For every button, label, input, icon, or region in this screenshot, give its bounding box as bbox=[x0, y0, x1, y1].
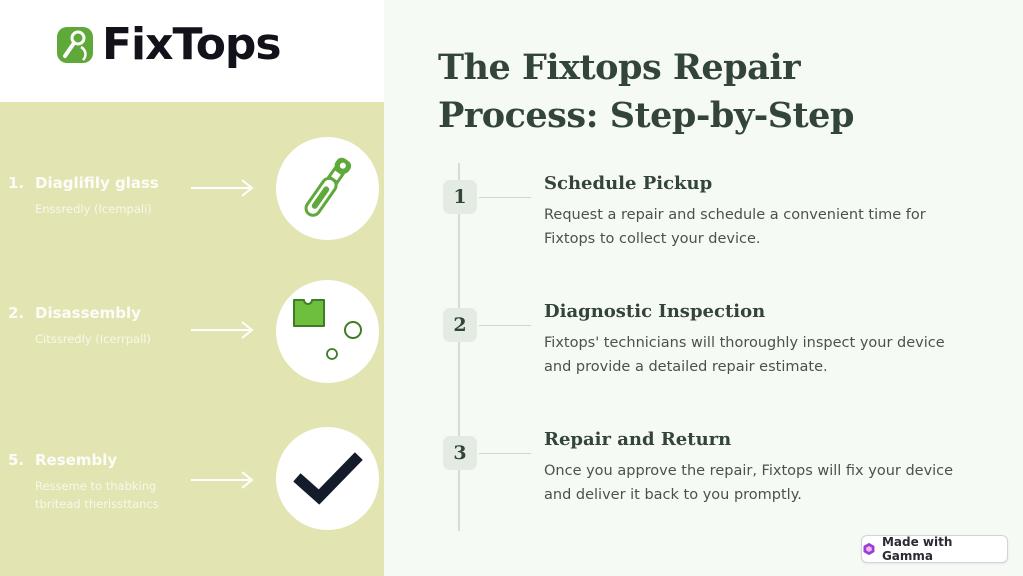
left-step-subtitle: Resseme to thabking tbritead therissttan… bbox=[35, 479, 159, 511]
step-icon-circle bbox=[276, 137, 379, 240]
left-panel: FixTops 1. Diaglifily glass Enssredly (Ic… bbox=[0, 0, 384, 576]
left-step-2: 2. Disassembly Citssredly (Icerrpall) bbox=[8, 304, 208, 348]
left-step-title: Disassembly bbox=[35, 304, 141, 322]
made-with-gamma-button[interactable]: Made with Gamma bbox=[861, 535, 1008, 563]
step-number-badge: 1 bbox=[443, 180, 477, 214]
arrow-right-icon bbox=[191, 179, 254, 197]
step-icon-circle bbox=[276, 280, 379, 383]
left-step-title: Resembly bbox=[35, 451, 118, 469]
left-step-subtitle: Enssredly (Icempali) bbox=[35, 202, 152, 216]
brand-name: FixTops bbox=[102, 19, 282, 70]
gamma-logo-icon bbox=[863, 542, 875, 556]
left-step-number: 2. bbox=[8, 304, 25, 322]
step-connector bbox=[479, 325, 531, 326]
left-step-number: 5. bbox=[8, 451, 25, 469]
checkmark-icon bbox=[293, 452, 363, 505]
arrow-right-icon bbox=[191, 321, 254, 339]
step-description: Once you approve the repair, Fixtops wil… bbox=[544, 463, 954, 503]
screwdriver-icon bbox=[304, 157, 352, 217]
step-connector bbox=[479, 197, 531, 198]
step-title: Diagnostic Inspection bbox=[544, 301, 766, 322]
left-step-title: Diaglifily glass bbox=[35, 174, 159, 192]
logo-area: FixTops bbox=[0, 0, 384, 102]
step-description: Fixtops' technicians will thoroughly ins… bbox=[544, 335, 945, 375]
brand-logo[interactable]: FixTops bbox=[56, 19, 282, 70]
step-icon-circle bbox=[276, 427, 379, 530]
arrow-right-icon bbox=[191, 471, 254, 489]
left-step-number: 1. bbox=[8, 174, 25, 192]
left-step-1: 1. Diaglifily glass Enssredly (Icempali) bbox=[8, 174, 208, 218]
step-title: Schedule Pickup bbox=[544, 173, 713, 194]
parts-icon bbox=[293, 299, 362, 360]
page-title-line-1: The Fixtops Repair bbox=[438, 47, 801, 88]
step-number-badge: 3 bbox=[443, 436, 477, 470]
page-title: The Fixtops Repair Process: Step-by-Step bbox=[438, 44, 998, 140]
timeline-line bbox=[458, 163, 460, 531]
page-title-line-2: Process: Step-by-Step bbox=[438, 95, 854, 136]
left-step-3: 5. Resembly Resseme to thabking tbritead … bbox=[8, 451, 208, 513]
left-step-subtitle: Citssredly (Icerrpall) bbox=[35, 332, 151, 346]
step-description: Request a repair and schedule a convenie… bbox=[544, 207, 926, 247]
made-with-gamma-label: Made with Gamma bbox=[881, 535, 953, 563]
step-title: Repair and Return bbox=[544, 429, 732, 450]
step-number-badge: 2 bbox=[443, 308, 477, 342]
wrench-leaf-logo-icon bbox=[57, 27, 93, 63]
step-connector bbox=[479, 453, 531, 454]
